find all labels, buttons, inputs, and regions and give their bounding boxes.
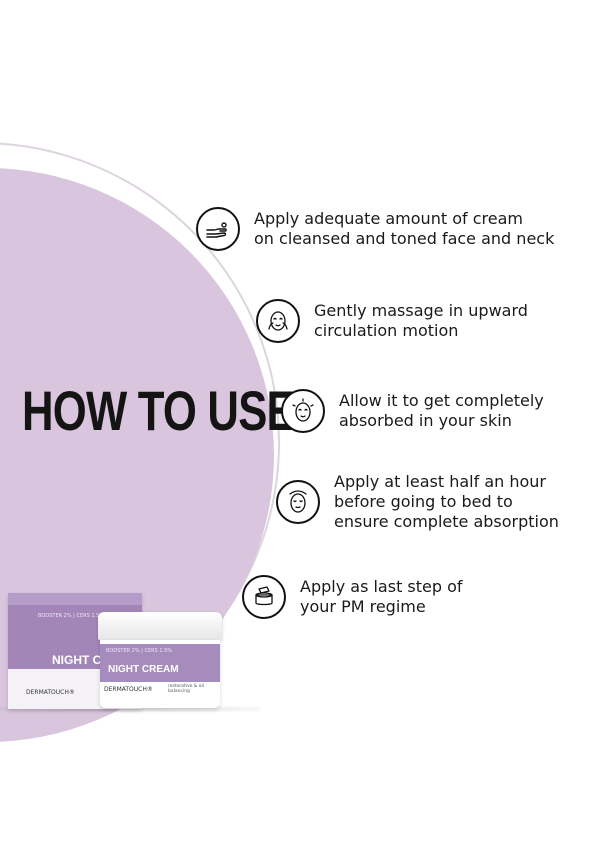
jar-subtitle: BOOSTER 2% | CERS 1.5% bbox=[106, 648, 173, 654]
step-3-text: Allow it to get completely absorbed in y… bbox=[339, 391, 544, 430]
box-subtitle: BOOSTER 2% | CERS 1.5% bbox=[38, 613, 105, 619]
step-2: Gently massage in upward circulation mot… bbox=[256, 299, 528, 343]
hand-cream-icon bbox=[196, 207, 240, 251]
step-4-text: Apply at least half an hour before going… bbox=[334, 472, 559, 531]
step-4: Apply at least half an hour before going… bbox=[276, 472, 559, 532]
step-5: Apply as last step of your PM regime bbox=[242, 575, 463, 619]
product-jar: BOOSTER 2% | CERS 1.5% NIGHT CREAM DERMA… bbox=[98, 612, 222, 708]
step-2-text: Gently massage in upward circulation mot… bbox=[314, 301, 528, 340]
face-massage-icon bbox=[256, 299, 300, 343]
jar-label: BOOSTER 2% | CERS 1.5% NIGHT CREAM bbox=[100, 644, 220, 682]
step-5-text: Apply as last step of your PM regime bbox=[300, 577, 463, 616]
face-night-icon bbox=[276, 480, 320, 524]
product-shadow bbox=[0, 706, 260, 712]
step-1: Apply adequate amount of cream on cleans… bbox=[196, 207, 554, 251]
jar-lid bbox=[98, 612, 222, 640]
jar-brand-logo: DERMATOUCH® bbox=[104, 686, 153, 693]
face-glow-icon bbox=[281, 389, 325, 433]
box-brand-logo: DERMATOUCH® bbox=[26, 689, 75, 696]
box-lid bbox=[8, 593, 142, 605]
step-1-text: Apply adequate amount of cream on cleans… bbox=[254, 209, 555, 248]
jar-tagline: restorative & oil balancing bbox=[168, 684, 205, 694]
step-3: Allow it to get completely absorbed in y… bbox=[281, 389, 544, 433]
cream-jar-icon bbox=[242, 575, 286, 619]
jar-name: NIGHT CREAM bbox=[108, 664, 179, 675]
page-title: HOW TO USE bbox=[22, 379, 296, 442]
